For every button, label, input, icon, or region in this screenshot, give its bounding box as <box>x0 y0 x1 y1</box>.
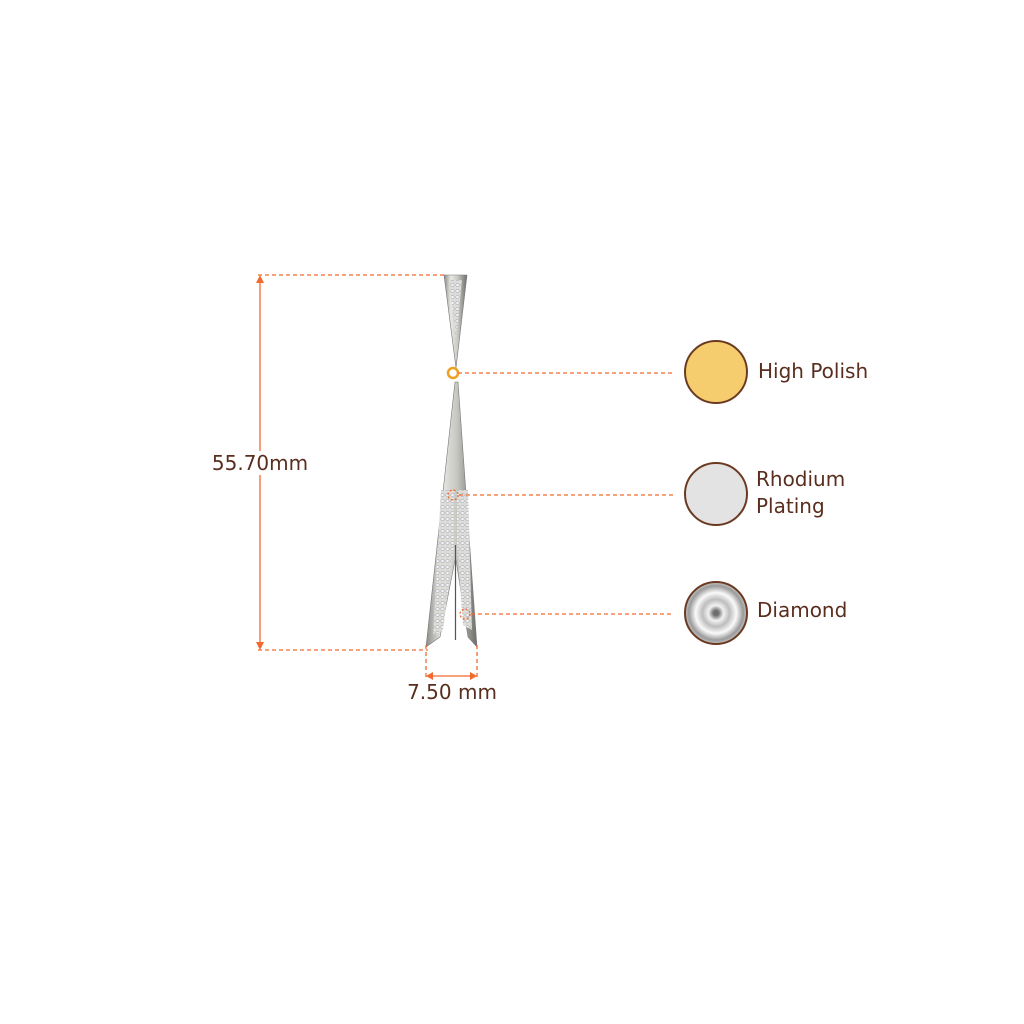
material-label-rhodium-line1: Rhodium <box>756 467 846 491</box>
diamond-swatch-icon <box>684 581 748 645</box>
width-dimension-label: 7.50 mm <box>405 680 499 704</box>
callout-lines <box>447 372 673 620</box>
earring-image <box>425 274 478 648</box>
material-label-rhodium-line2: Plating <box>756 494 825 518</box>
rhodium-swatch-icon <box>684 462 748 526</box>
height-dimension-label: 55.70mm <box>209 451 311 475</box>
material-label-diamond: Diamond <box>757 598 848 622</box>
gold-swatch-icon <box>684 340 748 404</box>
bail-ring-icon <box>446 366 460 380</box>
material-label-high-polish: High Polish <box>758 359 869 383</box>
dimension-lines <box>256 274 478 680</box>
